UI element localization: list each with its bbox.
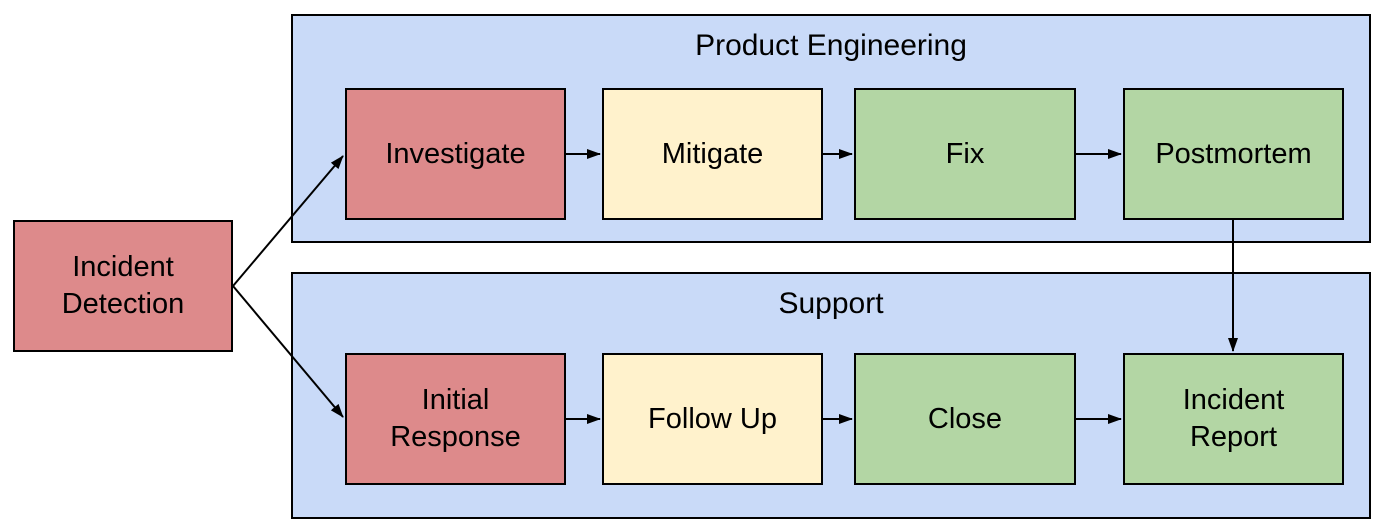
lane-title-product-engineering: Product Engineering — [695, 29, 967, 62]
node-mitigate: Mitigate — [602, 88, 823, 220]
node-incident-report: Incident Report — [1123, 353, 1344, 485]
lane-title-support: Support — [778, 287, 884, 320]
node-fix: Fix — [854, 88, 1076, 220]
node-postmortem: Postmortem — [1123, 88, 1344, 220]
node-investigate: Investigate — [345, 88, 566, 220]
node-incident-detection: Incident Detection — [13, 220, 233, 352]
node-initial-response: Initial Response — [345, 353, 566, 485]
node-close: Close — [854, 353, 1076, 485]
node-follow-up: Follow Up — [602, 353, 823, 485]
